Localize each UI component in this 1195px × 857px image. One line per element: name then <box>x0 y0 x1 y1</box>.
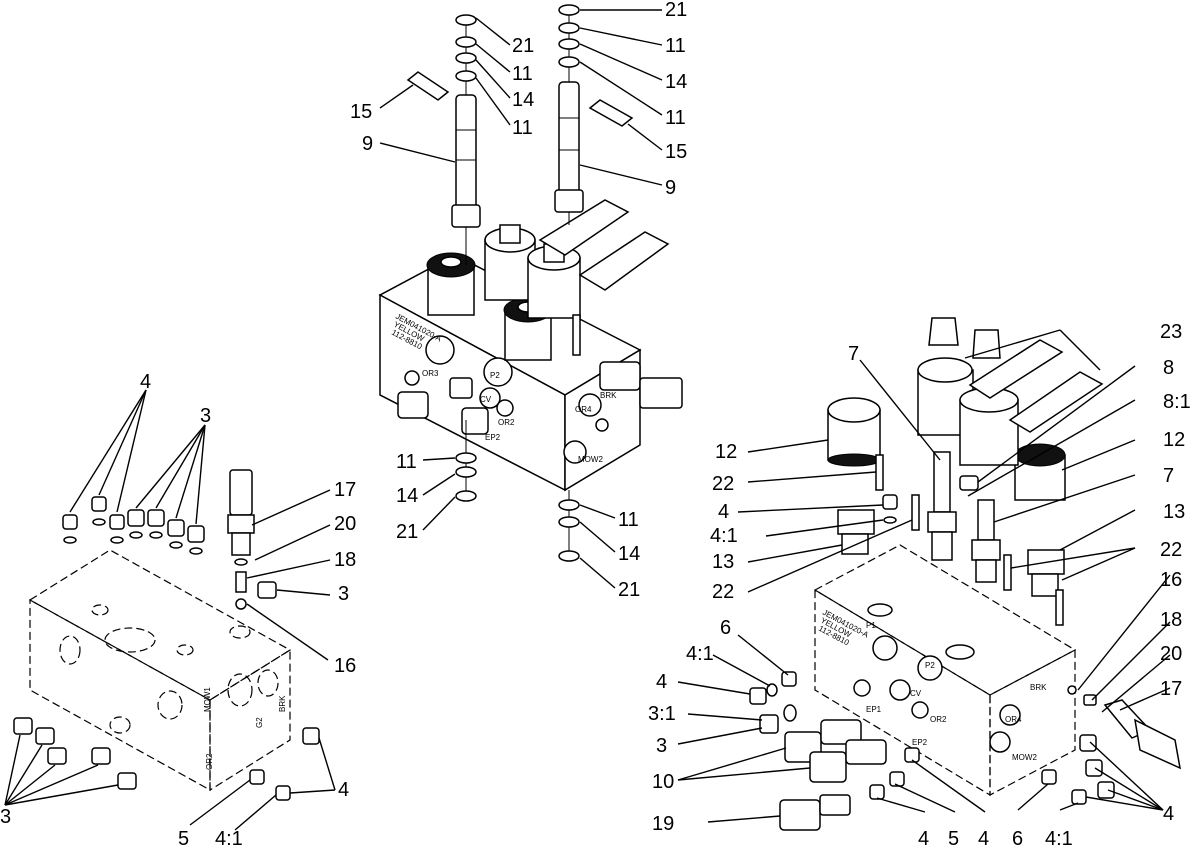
callout-right-4-c: 4 <box>918 828 929 850</box>
callout-right-4-a: 4 <box>718 501 729 523</box>
callout-center-11-a: 11 <box>512 63 533 85</box>
right-relief-valves <box>779 719 887 831</box>
callout-center-21-c: 21 <box>396 521 418 543</box>
callout-right-12-b: 12 <box>715 441 737 463</box>
callout-right-17: 17 <box>1160 678 1182 700</box>
callout-center-21-d: 21 <box>618 579 640 601</box>
callout-left-17: 17 <box>334 479 356 501</box>
callout-center-11-f: 11 <box>618 509 639 531</box>
callout-right-20: 20 <box>1160 643 1182 665</box>
callout-right-3: 3 <box>656 735 667 757</box>
callout-center-21-a: 21 <box>512 35 534 57</box>
callout-center-11-d: 11 <box>665 107 686 129</box>
callout-right-4-1-b: 4:1 <box>686 643 714 665</box>
left-port-label-g2: G2 <box>255 717 264 728</box>
callout-right-23: 23 <box>1160 321 1182 343</box>
left-valve-assembly: MOW1 BRK G2 OR2 <box>0 371 356 850</box>
callout-left-4-a: 4 <box>140 371 151 393</box>
left-port-label-or1: OR2 <box>205 753 214 770</box>
right-valve-assembly: JEM041020-A YELLOW 112-8810 P1 P2 CV EP1… <box>648 317 1191 850</box>
callout-right-10: 10 <box>652 771 674 793</box>
callout-right-8: 8 <box>1163 357 1174 379</box>
center-coil-knob-left <box>426 252 476 316</box>
callout-right-22-c: 22 <box>712 581 734 603</box>
port-label-or3: OR3 <box>422 369 439 378</box>
callout-right-4-1-c: 4:1 <box>1045 828 1073 850</box>
port-label-brk: BRK <box>600 391 617 400</box>
callout-center-14-b: 14 <box>665 71 687 93</box>
left-port-label-mow1: MOW1 <box>203 687 212 712</box>
right-coil-12-right <box>1014 443 1066 501</box>
callout-center-21-b: 21 <box>665 0 687 21</box>
callout-right-22-b: 22 <box>712 473 734 495</box>
callout-right-18: 18 <box>1160 609 1182 631</box>
callout-right-19: 19 <box>652 813 674 835</box>
callout-right-13-a: 13 <box>1163 501 1185 523</box>
right-port-label-brk: BRK <box>1030 683 1047 692</box>
callout-center-11-c: 11 <box>665 35 686 57</box>
left-port-label-brk: BRK <box>278 695 287 712</box>
callout-right-4-1-a: 4:1 <box>710 525 738 547</box>
callout-right-7-a: 7 <box>848 343 859 365</box>
callout-right-6-a: 6 <box>720 617 731 639</box>
port-label-or4: OR4 <box>575 405 592 414</box>
callout-left-20: 20 <box>334 513 356 535</box>
callout-center-14-d: 14 <box>618 543 640 565</box>
callout-center-11-e: 11 <box>396 451 417 473</box>
right-port-label-or2: OR2 <box>930 715 947 724</box>
right-port-label-ep1: EP1 <box>866 705 882 714</box>
callout-center-14-c: 14 <box>396 485 418 507</box>
callout-right-22-a: 22 <box>1160 539 1182 561</box>
port-label-ep2: EP2 <box>485 433 501 442</box>
callout-left-18: 18 <box>334 549 356 571</box>
callout-left-16: 16 <box>334 655 356 677</box>
left-sensor-17 <box>227 469 255 610</box>
callout-left-3-b: 3 <box>338 583 349 605</box>
callout-right-6-b: 6 <box>1012 828 1023 850</box>
callout-right-4-e: 4 <box>1163 803 1174 825</box>
callout-right-4-b: 4 <box>656 671 667 693</box>
port-label-mow2: MOW2 <box>578 455 603 464</box>
callout-right-13-b: 13 <box>712 551 734 573</box>
right-port-label-p1: P1 <box>866 621 876 630</box>
callout-right-7-b: 7 <box>1163 465 1174 487</box>
callout-left-3-c: 3 <box>0 806 11 828</box>
callout-center-11-b: 11 <box>512 117 533 139</box>
right-port-label-cv: CV <box>910 689 922 698</box>
center-valve-assembly: JEM041020-A YELLOW 112-8810 P2 CV OR3 OR… <box>350 0 687 601</box>
left-top-plugs <box>62 496 205 555</box>
left-manifold-block: MOW1 BRK G2 OR2 <box>28 549 292 792</box>
callout-left-3-a: 3 <box>200 405 211 427</box>
right-coil-12-left <box>827 397 881 467</box>
callout-right-16: 16 <box>1160 569 1182 591</box>
left-side-fittings <box>13 717 320 801</box>
port-label-or2: OR2 <box>498 418 515 427</box>
port-label-p2: P2 <box>490 371 500 380</box>
right-port-label-mow2: MOW2 <box>1012 753 1037 762</box>
right-port-label-p2: P2 <box>925 661 935 670</box>
port-label-cv: CV <box>480 395 492 404</box>
callout-right-5: 5 <box>948 828 959 850</box>
callout-left-4-b: 4 <box>338 779 349 801</box>
center-spool-right <box>554 4 584 225</box>
callout-center-9-a: 9 <box>362 133 373 155</box>
right-port-label-or4: OR4 <box>1005 715 1022 724</box>
callout-left-5: 5 <box>178 828 189 850</box>
callout-right-8-1: 8:1 <box>1163 391 1191 413</box>
right-port-label-ep2: EP2 <box>912 738 928 747</box>
callout-right-4-d: 4 <box>978 828 989 850</box>
callout-center-9-b: 9 <box>665 177 676 199</box>
callout-right-3-1: 3:1 <box>648 703 676 725</box>
callout-center-15-b: 15 <box>665 141 687 163</box>
callout-left-4-1: 4:1 <box>215 828 243 850</box>
callout-center-14-a: 14 <box>512 89 534 111</box>
center-spool-left <box>451 14 481 265</box>
callout-right-12-a: 12 <box>1163 429 1185 451</box>
callout-center-15-a: 15 <box>350 101 372 123</box>
